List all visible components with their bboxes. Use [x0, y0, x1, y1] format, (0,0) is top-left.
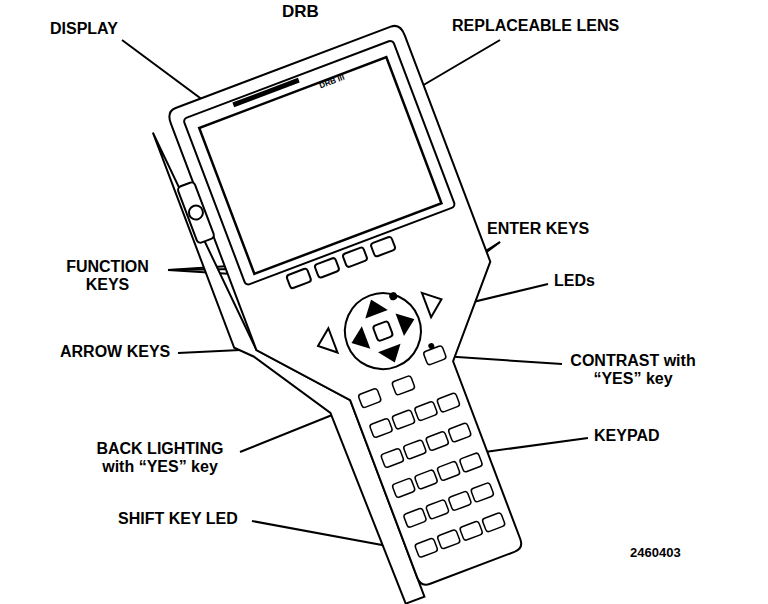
figure-number: 2460403 [630, 546, 681, 561]
figure-title: DRB [282, 2, 319, 22]
part-label: REPLACEABLE LENS [452, 17, 619, 35]
part-label: ENTER KEYS [487, 220, 589, 238]
part-label: ARROW KEYS [60, 343, 170, 361]
part-label: CONTRAST with “YES” key [568, 352, 698, 389]
part-label: DISPLAY [50, 20, 118, 38]
part-label: FUNCTION KEYS [50, 258, 165, 295]
part-label: BACK LIGHTING with “YES” key [82, 440, 238, 477]
part-label: SHIFT KEY LED [118, 510, 238, 528]
part-label: LEDs [554, 272, 595, 290]
part-label: KEYPAD [594, 427, 660, 445]
